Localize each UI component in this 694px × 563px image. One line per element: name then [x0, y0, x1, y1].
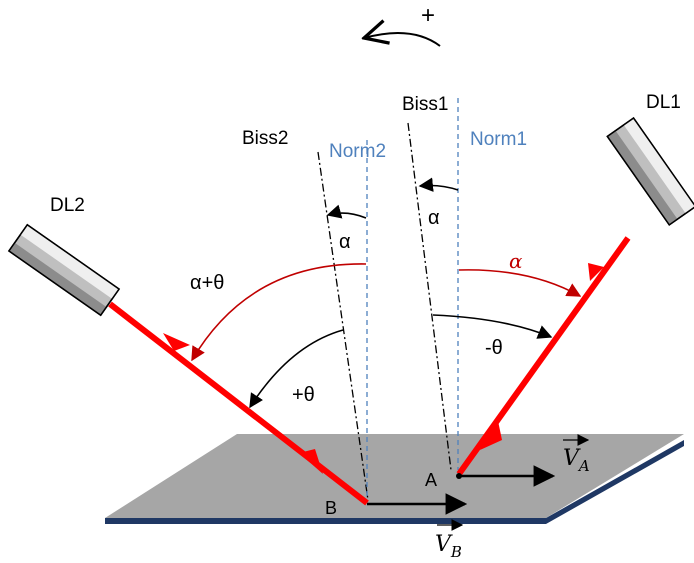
alpha-arc-right [458, 269, 582, 297]
moving-plate [105, 434, 684, 518]
alpha-plus-theta-arc [191, 263, 367, 362]
velocity-a-subscript: A [577, 457, 590, 475]
minus-theta-arc [432, 314, 553, 339]
svg-text:VB: VB [435, 532, 462, 561]
dl1-label: DL1 [646, 92, 681, 113]
alpha-lower-label: α [339, 231, 351, 253]
norm1-label: Norm1 [470, 129, 527, 150]
velocity-b-subscript: B [450, 543, 462, 561]
velocity-b-letter: V [435, 532, 453, 557]
alpha-upper-label: α [428, 207, 440, 229]
velocity-b-label: VB [435, 519, 464, 561]
alpha-right-label: α [509, 249, 523, 273]
biss2-label: Biss2 [242, 128, 288, 149]
bisector-2-line [317, 151, 369, 501]
alpha-plus-theta-label: α+θ [190, 272, 224, 294]
beam-dl2-return-arrow [299, 449, 323, 474]
velocity-a-letter: V [563, 446, 581, 471]
svg-text:VA: VA [563, 446, 590, 475]
minus-theta-label: -θ [485, 337, 503, 359]
beam-dl1-arrow [588, 263, 604, 281]
norm2-label: Norm2 [329, 141, 386, 162]
rotation-sign: + [421, 2, 435, 29]
alpha-arc-upper [418, 177, 459, 192]
point-a-label: A [425, 470, 437, 490]
beam-dl1 [456, 236, 631, 476]
point-a-dot [456, 473, 462, 479]
plus-theta-arc [249, 329, 344, 409]
beam-dl1-return-arrow [480, 416, 502, 450]
plus-theta-label: +θ [292, 384, 315, 406]
dl2-label: DL2 [50, 195, 85, 216]
beam-dl2 [108, 301, 369, 506]
alpha-arc-lower [326, 204, 367, 219]
velocity-a-label: VA [563, 434, 590, 475]
beam-dl2-arrow [163, 333, 190, 351]
biss1-label: Biss1 [402, 94, 448, 115]
point-b-label: B [325, 498, 337, 518]
laser-dl2 [7, 223, 121, 317]
rotation-arrow [364, 33, 441, 47]
laser-dl1 [606, 116, 694, 226]
bisector-1-line [407, 122, 452, 471]
